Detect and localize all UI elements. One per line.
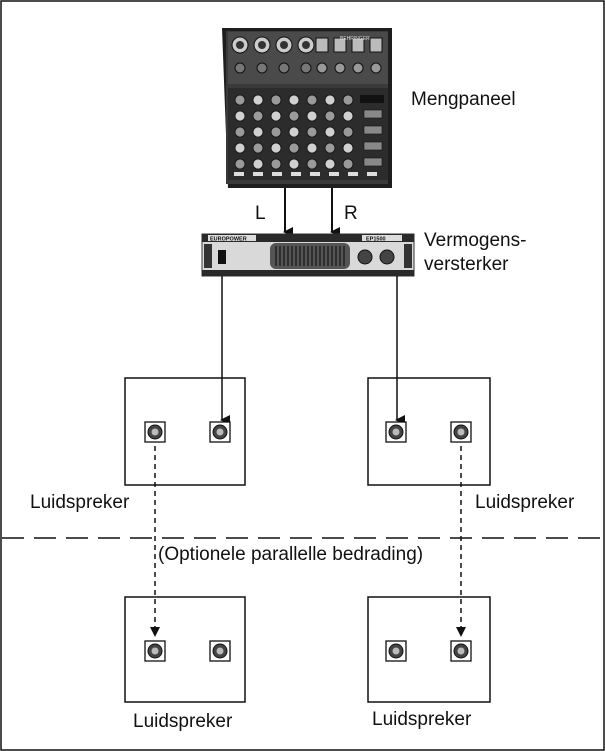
speakon-jack-icon bbox=[209, 640, 231, 662]
mixer-brand: BEHRINGER bbox=[340, 36, 370, 42]
speakon-jack-icon bbox=[144, 640, 166, 662]
speaker-label-bottom-right: Luidspreker bbox=[372, 709, 472, 730]
mixer-knobs bbox=[234, 94, 383, 176]
amplifier-label-line1: Vermogens- bbox=[424, 230, 527, 251]
amplifier-device: EUROPOWER EP1500 bbox=[201, 233, 415, 277]
mixer-device: BEHRINGER bbox=[222, 28, 392, 188]
speakon-jack-icon bbox=[144, 421, 166, 443]
speakon-jack-icon bbox=[385, 640, 407, 662]
speaker-jacks bbox=[144, 421, 472, 662]
speaker-box-top-right bbox=[367, 377, 491, 486]
amplifier-model: EP1500 bbox=[366, 237, 386, 243]
speaker-label-top-left: Luidspreker bbox=[30, 492, 130, 513]
mixer-display bbox=[360, 95, 384, 103]
parallel-arrow-left bbox=[150, 627, 160, 637]
optional-wiring-label: (Optionele parallelle bedrading) bbox=[157, 544, 425, 566]
left-channel-label: L bbox=[255, 203, 266, 224]
speaker-box-top-left bbox=[124, 377, 246, 486]
amplifier-grille bbox=[275, 246, 345, 266]
speakon-jack-icon bbox=[209, 421, 231, 443]
amplifier-label-line2: versterker bbox=[424, 254, 509, 275]
speaker-label-top-right: Luidspreker bbox=[475, 492, 575, 513]
amplifier-brand: EUROPOWER bbox=[210, 237, 247, 243]
speakon-jack-icon bbox=[450, 421, 472, 443]
speaker-box-bottom-left bbox=[124, 596, 246, 703]
speakon-jack-icon bbox=[385, 421, 407, 443]
speaker-label-bottom-left: Luidspreker bbox=[133, 711, 233, 732]
speaker-box-bottom-right bbox=[367, 596, 491, 703]
speakon-jack-icon bbox=[450, 640, 472, 662]
right-channel-label: R bbox=[344, 203, 358, 224]
mixer-label: Mengpaneel bbox=[411, 89, 516, 110]
mixer-xlr-inputs bbox=[231, 36, 383, 74]
parallel-arrow-right bbox=[456, 627, 466, 637]
